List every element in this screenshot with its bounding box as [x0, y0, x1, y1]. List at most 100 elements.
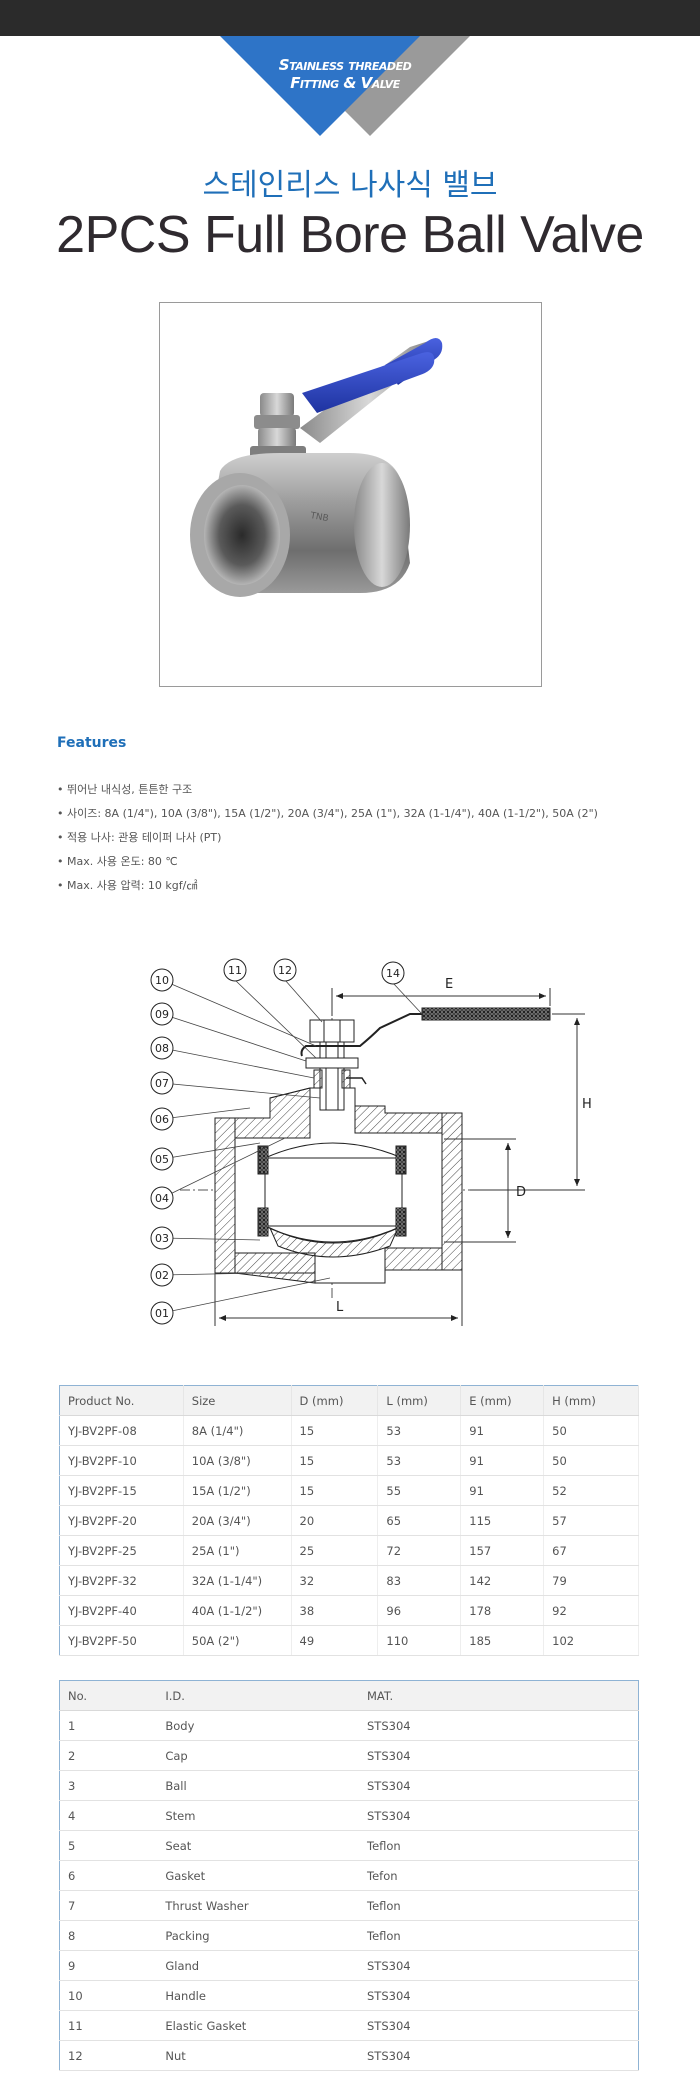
table-cell: STS304 [359, 2040, 639, 2071]
table-cell: 55 [377, 1475, 462, 1506]
table-cell: 50A (2") [183, 1625, 292, 1656]
table-cell: Teflon [359, 1920, 639, 1951]
table-cell: 178 [460, 1595, 545, 1626]
callout-08: 08 [155, 1042, 169, 1055]
column-header: Product No. [59, 1385, 184, 1416]
callout-09: 09 [155, 1008, 169, 1021]
table-cell: 49 [291, 1625, 379, 1656]
feature-item: • 적용 나사: 관용 테이퍼 나사 (PT) [57, 831, 222, 844]
callout-04: 04 [155, 1192, 169, 1205]
table-cell: 72 [377, 1535, 462, 1566]
table-cell: 91 [460, 1445, 545, 1476]
table-cell: 32 [291, 1565, 379, 1596]
table-cell: 8A (1/4") [183, 1415, 292, 1446]
table-cell: YJ-BV2PF-32 [59, 1565, 184, 1596]
table-cell: 157 [460, 1535, 545, 1566]
table-cell: 25 [291, 1535, 379, 1566]
callout-01: 01 [155, 1307, 169, 1320]
table-cell: 1 [59, 1710, 158, 1741]
table-cell: 185 [460, 1625, 545, 1656]
table-cell: 15 [291, 1415, 379, 1446]
banner-line-2: Fitting & Valve [290, 74, 400, 92]
callout-06: 06 [155, 1113, 169, 1126]
table-cell: Elastic Gasket [157, 2010, 359, 2041]
callout-11: 11 [228, 964, 242, 977]
callout-07: 07 [155, 1077, 169, 1090]
dimension-e-label: E [445, 977, 453, 992]
table-cell: 15 [291, 1475, 379, 1506]
table-cell: 83 [377, 1565, 462, 1596]
dimension-d-label: D [516, 1185, 526, 1200]
category-banner: Stainless threaded Fitting & Valve [220, 36, 470, 136]
table-cell: Stem [157, 1800, 359, 1831]
table-cell: 38 [291, 1595, 379, 1626]
table-cell: Cap [157, 1740, 359, 1771]
table-cell: YJ-BV2PF-15 [59, 1475, 184, 1506]
table-cell: Gland [157, 1950, 359, 1981]
table-cell: 6 [59, 1860, 158, 1891]
valve-cross-section-diagram: E H D L [140, 928, 600, 1338]
callout-02: 02 [155, 1269, 169, 1282]
table-cell: STS304 [359, 1980, 639, 2011]
table-cell: 50 [543, 1415, 639, 1446]
table-cell: STS304 [359, 1950, 639, 1981]
table-cell: 79 [543, 1565, 639, 1596]
table-cell: 20A (3/4") [183, 1505, 292, 1536]
table-cell: 10 [59, 1980, 158, 2011]
table-cell: Body [157, 1710, 359, 1741]
callout-03: 03 [155, 1232, 169, 1245]
ball-valve-image: TNB [190, 338, 443, 597]
table-cell: 96 [377, 1595, 462, 1626]
table-cell: 92 [543, 1595, 639, 1626]
banner-line-1: Stainless threaded [278, 56, 412, 74]
table-cell: Handle [157, 1980, 359, 2011]
table-cell: STS304 [359, 1770, 639, 1801]
table-cell: 7 [59, 1890, 158, 1921]
table-cell: 20 [291, 1505, 379, 1536]
column-header: E (mm) [460, 1385, 545, 1416]
column-header: D (mm) [291, 1385, 379, 1416]
table-cell: 15 [291, 1445, 379, 1476]
table-cell: YJ-BV2PF-20 [59, 1505, 184, 1536]
table-cell: YJ-BV2PF-10 [59, 1445, 184, 1476]
svg-text:TNB: TNB [308, 511, 329, 524]
table-cell: 10A (3/8") [183, 1445, 292, 1476]
table-cell: 3 [59, 1770, 158, 1801]
table-cell: STS304 [359, 1740, 639, 1771]
table-cell: Packing [157, 1920, 359, 1951]
features-heading: Features [57, 735, 127, 751]
table-cell: 91 [460, 1475, 545, 1506]
table-cell: 65 [377, 1505, 462, 1536]
banner-chevron-shape [220, 36, 470, 136]
table-cell: STS304 [359, 1710, 639, 1741]
table-cell: Gasket [157, 1860, 359, 1891]
table-cell: Ball [157, 1770, 359, 1801]
table-cell: Teflon [359, 1830, 639, 1861]
page-subtitle: 스테인리스 나사식 밸브 [202, 168, 498, 203]
table-cell: STS304 [359, 1800, 639, 1831]
dimension-h-label: H [582, 1097, 592, 1112]
table-cell: 115 [460, 1505, 545, 1536]
feature-item: • 사이즈: 8A (1/4"), 10A (3/8"), 15A (1/2")… [57, 807, 598, 820]
feature-item: • 뛰어난 내식성, 튼튼한 구조 [57, 783, 193, 796]
table-cell: 11 [59, 2010, 158, 2041]
table-cell: YJ-BV2PF-25 [59, 1535, 184, 1566]
spec-table-header: Product No. Size D (mm) L (mm) E (mm) H … [59, 1385, 639, 1416]
table-cell: 91 [460, 1415, 545, 1446]
table-cell: 40A (1-1/2") [183, 1595, 292, 1626]
table-cell: 12 [59, 2040, 158, 2071]
spec-table: Product No. Size D (mm) L (mm) E (mm) H … [59, 1385, 639, 1656]
feature-item: • Max. 사용 온도: 80 ℃ [57, 855, 178, 868]
table-cell: 57 [543, 1505, 639, 1536]
table-cell: 142 [460, 1565, 545, 1596]
